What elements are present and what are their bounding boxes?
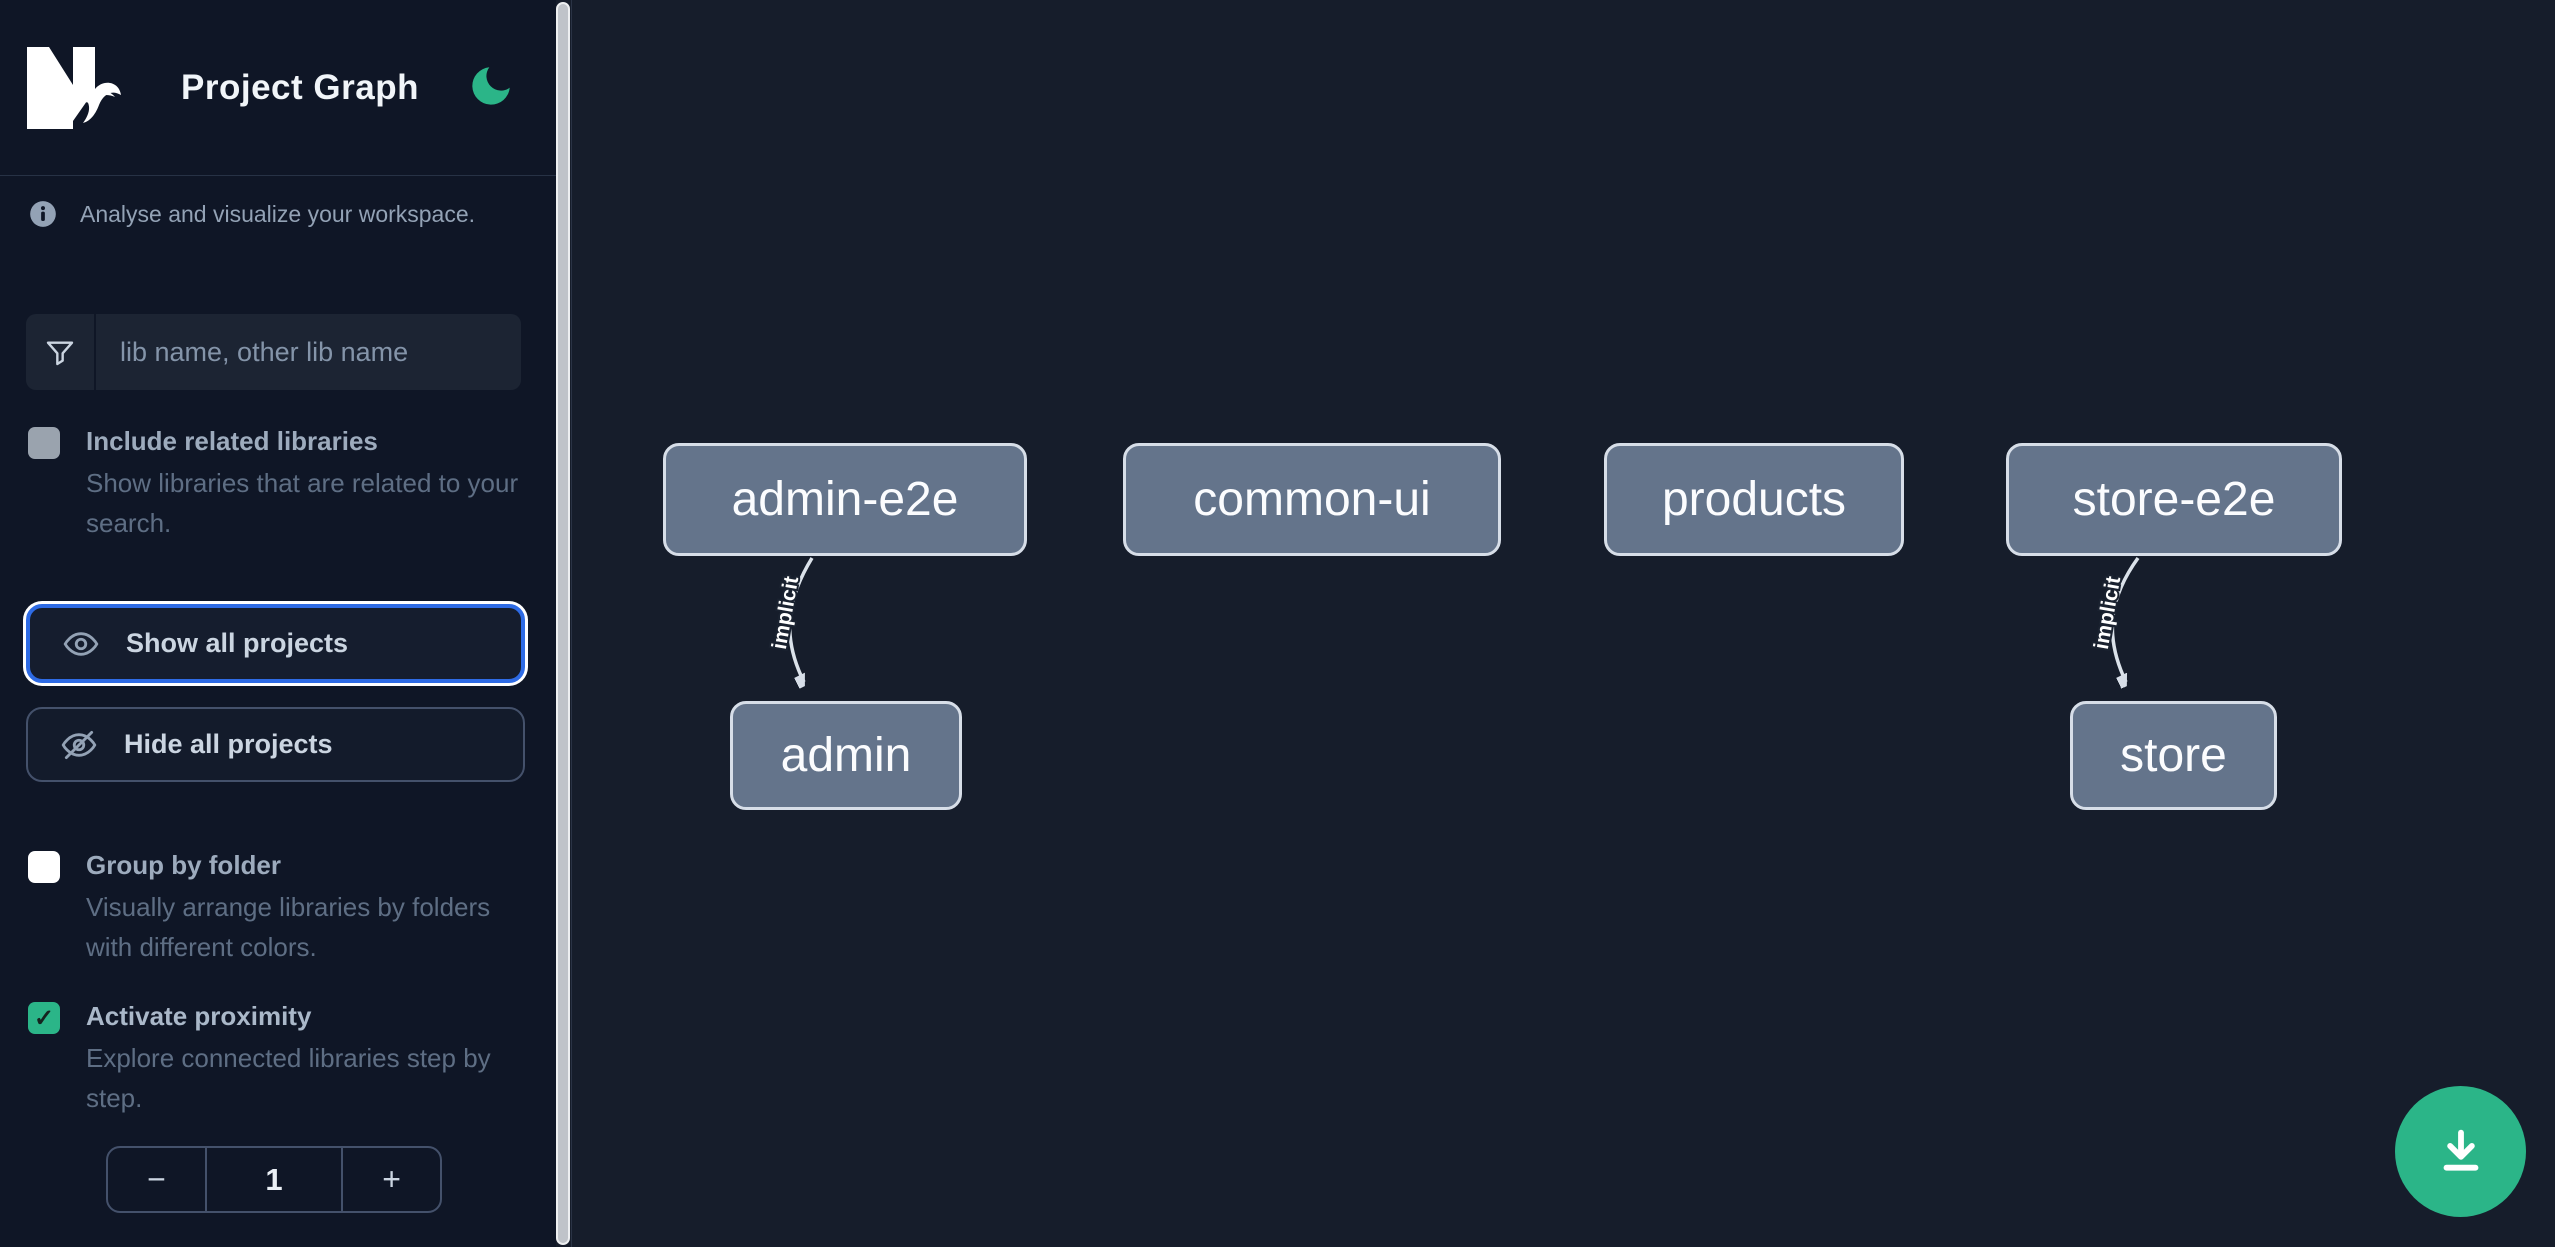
proximity-depth-value[interactable]: 1 [204,1148,344,1211]
option-include-related: Include related libraries Show libraries… [28,423,522,543]
proximity-decrement-button[interactable]: − [108,1148,205,1211]
app-name: Nx [0,87,1,88]
filter-funnel-cell [26,314,96,390]
nx-logo-icon [27,46,121,129]
graph-node-store-e2e[interactable]: store-e2e [2006,443,2342,556]
info-banner-text: Analyse and visualize your workspace. [80,200,476,227]
activate-proximity-description: Explore connected libraries step by step… [86,1043,491,1113]
info-icon [30,201,56,227]
show-all-projects-button[interactable]: Show all projects [26,604,525,683]
graph-canvas[interactable] [571,0,2555,1247]
proximity-depth-stepper: − 1 + [106,1146,442,1213]
info-banner: Analyse and visualize your workspace. [29,200,475,228]
check-icon: ✓ [33,1004,55,1032]
sidebar: Nx Project Graph Analyse and visualize y… [0,0,556,1247]
option-activate-proximity: ✓ Activate proximity Explore connected l… [28,998,522,1118]
option-group-by-folder: Group by folder Visually arrange librari… [28,847,522,967]
eye-off-icon [61,730,97,759]
eye-icon [63,631,99,656]
graph-node-products[interactable]: products [1604,443,1904,556]
moon-icon [472,66,510,105]
activate-proximity-checkbox[interactable]: ✓ [28,1002,60,1034]
graph-node-common-ui[interactable]: common-ui [1123,443,1501,556]
group-by-folder-label[interactable]: Group by folder [86,850,281,880]
filter-box [26,314,521,390]
sidebar-header: Nx Project Graph [0,0,556,176]
page-title: Project Graph [181,67,419,107]
funnel-icon [46,341,74,366]
sidebar-scrollbar[interactable] [556,2,570,1245]
hide-all-projects-button[interactable]: Hide all projects [26,707,525,782]
group-by-folder-description: Visually arrange libraries by folders wi… [86,892,491,962]
download-icon [2443,1129,2478,1171]
activate-proximity-label[interactable]: Activate proximity [86,1001,312,1031]
filter-input[interactable] [96,314,521,390]
show-all-projects-label: Show all projects [126,628,349,658]
theme-toggle-button[interactable] [462,58,520,116]
include-related-label[interactable]: Include related libraries [86,426,378,456]
graph-node-admin[interactable]: admin [730,701,962,810]
proximity-increment-button[interactable]: + [343,1148,440,1211]
group-by-folder-checkbox[interactable] [28,851,60,883]
download-graph-button[interactable] [2395,1086,2526,1217]
include-related-description: Show libraries that are related to your … [86,468,519,538]
graph-node-admin-e2e[interactable]: admin-e2e [663,443,1027,556]
include-related-checkbox[interactable] [28,427,60,459]
hide-all-projects-label: Hide all projects [124,729,333,759]
graph-node-store[interactable]: store [2070,701,2277,810]
